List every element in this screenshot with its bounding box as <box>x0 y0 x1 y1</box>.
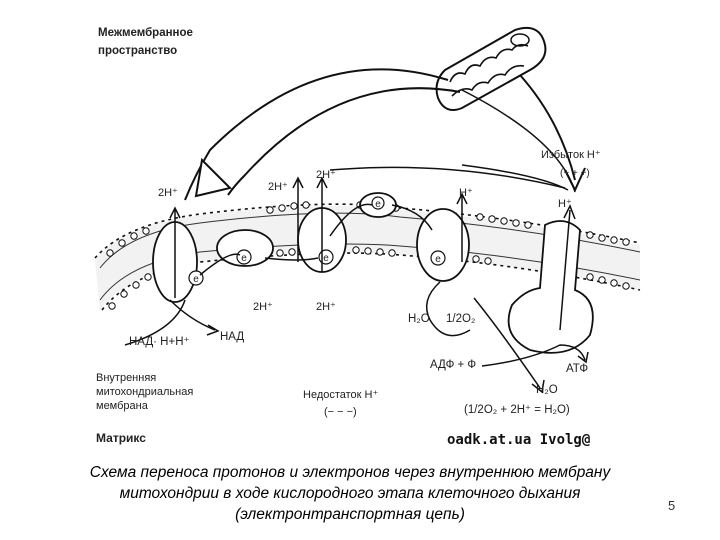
slide-caption: Схема переноса протонов и электронов чер… <box>30 462 670 525</box>
electron-3: е <box>323 253 329 264</box>
electron-4: е <box>375 199 381 210</box>
h2-below-2-label: 2Н⁺ <box>316 301 336 313</box>
nadh-label: НАД· Н+Н⁺ <box>129 336 190 348</box>
nad-label: НАД <box>220 331 244 343</box>
h2-below-1-label: 2Н⁺ <box>253 301 273 313</box>
watermark: oadk.at.ua Ivolg@ <box>447 432 590 448</box>
electron-2: е <box>241 253 247 264</box>
electron-1: е <box>193 274 199 285</box>
h-plus-label: Н⁺ <box>459 187 473 199</box>
matrix-label: Матрикс <box>96 431 146 445</box>
mitochondrion-icon <box>435 26 547 111</box>
h-plus-right-label: Н⁺ <box>558 198 572 210</box>
h2-right-label: 2Н⁺ <box>316 169 336 181</box>
caption-line-2: митохондрии в ходе кислородного этапа кл… <box>119 485 581 502</box>
adp-label: АДФ + Ф <box>430 359 476 371</box>
h2-left-label: 2Н⁺ <box>158 187 178 199</box>
deficit-h-label: Недостаток Н⁺ <box>303 389 378 401</box>
deficit-sign: (− − −) <box>324 406 357 418</box>
equation-label: (1/2О₂ + 2Н⁺ = Н₂О) <box>464 404 570 416</box>
h2-mid-label: 2Н⁺ <box>268 181 288 193</box>
h2o-label: Н₂О <box>408 313 430 325</box>
electron-5: е <box>435 254 441 265</box>
h2o-product-label: Н₂О <box>536 384 558 396</box>
excess-sign: (+ + +) <box>560 168 590 179</box>
slide-number: 5 <box>668 498 676 513</box>
atp-label: АТФ <box>566 363 588 375</box>
caption-line-1: Схема переноса протонов и электронов чер… <box>89 464 611 481</box>
zoom-arrows <box>184 68 586 201</box>
caption-line-3: (электронтранспортная цепь) <box>235 506 465 523</box>
excess-h-label: Избыток Н⁺ <box>541 149 601 161</box>
flow-arrows <box>124 89 589 394</box>
protein-complexes <box>152 192 594 354</box>
half-o2-label: 1/2О₂ <box>446 313 475 325</box>
